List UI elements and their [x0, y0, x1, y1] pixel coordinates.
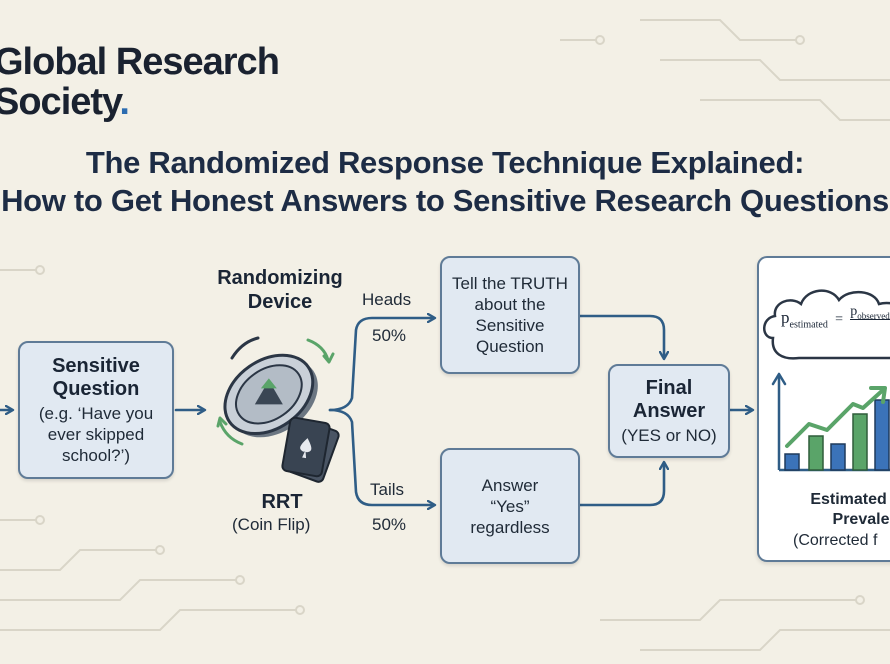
page-title-line-2: How to Get Honest Answers to Sensitive R…	[1, 183, 889, 218]
formula-equals: =	[835, 312, 843, 327]
sensitive-question-heading: Sensitive Question	[52, 354, 140, 400]
spin-arc-icon	[230, 336, 260, 360]
final-answer-box: Final Answer (YES or NO)	[608, 364, 730, 458]
final-answer-sub: (YES or NO)	[621, 425, 717, 445]
tails-probability: 50%	[372, 515, 407, 534]
answer-yes-box: Answer “Yes” regardless	[440, 448, 580, 564]
estimated-prevalence-heading: Estimated Po Prevale	[781, 490, 890, 530]
formula-lhs-subscript: estimated	[789, 319, 828, 331]
thought-cloud-icon	[763, 289, 890, 360]
estimated-prevalence-sub: (Corrected f	[793, 532, 878, 549]
result-graphics	[763, 289, 890, 472]
estimated-prevalence-heading-line-2: Prevale	[832, 511, 890, 528]
playing-cards-icon	[281, 416, 340, 483]
formula-rhs-subscript: observed	[857, 310, 890, 321]
tell-truth-box: Tell the TRUTH about the Sensitive Quest…	[440, 256, 580, 374]
prevalence-formula: pestimated = pobserved	[781, 304, 890, 331]
final-answer-heading: Final Answer	[632, 376, 706, 422]
formula-rhs: p	[850, 304, 858, 319]
randomizing-device-label: Randomizing Device	[217, 267, 343, 313]
tell-truth-text: Tell the TRUTH about the Sensitive Quest…	[452, 274, 568, 356]
sensitive-question-box: Sensitive Question (e.g. ‘Have you ever …	[18, 341, 174, 479]
randomizer-illustration	[216, 336, 340, 483]
estimated-prevalence-panel: pestimated = pobserved Estimated Po Prev…	[757, 256, 890, 562]
answer-yes-text: Answer “Yes” regardless	[470, 475, 550, 537]
logo-text: Global Research	[0, 41, 280, 83]
rrt-sub-label: (Coin Flip)	[232, 515, 311, 534]
sensitive-question-example: (e.g. ‘Have you ever skipped school?’)	[38, 403, 154, 465]
heads-probability: 50%	[372, 326, 407, 345]
logo-text-society: Society	[0, 81, 120, 123]
estimated-prevalence-heading-line-1: Estimated Po	[810, 491, 890, 508]
trend-arrow-icon	[785, 386, 887, 448]
tails-label: Tails	[370, 480, 405, 499]
logo-line-1: Global Research	[0, 41, 280, 83]
page-title-line-1: The Randomized Response Technique Explai…	[85, 145, 805, 180]
formula-lhs: p	[781, 308, 790, 327]
logo-dot: .	[119, 81, 130, 123]
heads-label: Heads	[362, 290, 412, 309]
logo-line-2: Society.	[0, 81, 130, 123]
rrt-label: RRT	[261, 491, 303, 513]
bar-chart-icon	[784, 399, 890, 471]
